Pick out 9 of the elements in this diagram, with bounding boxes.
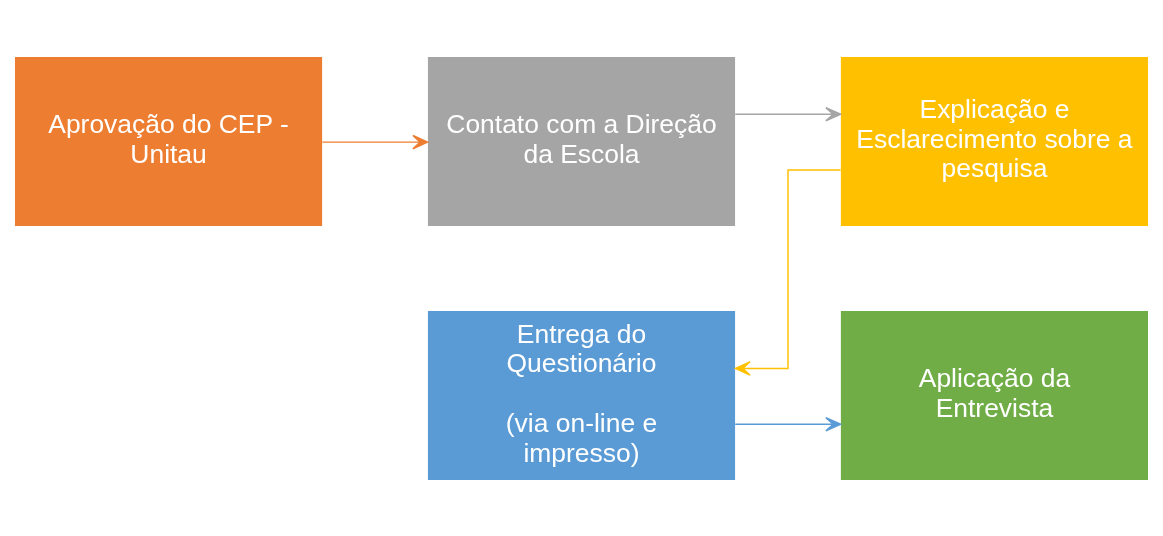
node-box: Aplicação da Entrevista (840, 310, 1149, 480)
arrow (734, 416, 842, 432)
node-box: Entrega do Questionário (via on-line e impresso) (427, 310, 736, 480)
arrow (734, 106, 842, 122)
node-box: Explicação e Esclarecimento sobre a pesquisa (840, 56, 1149, 226)
arrow (734, 168, 842, 376)
arrow (321, 134, 429, 149)
node-box: Aprovação do CEP - Unitau (14, 56, 323, 226)
node-box: Contato com a Direção da Escola (427, 56, 736, 226)
